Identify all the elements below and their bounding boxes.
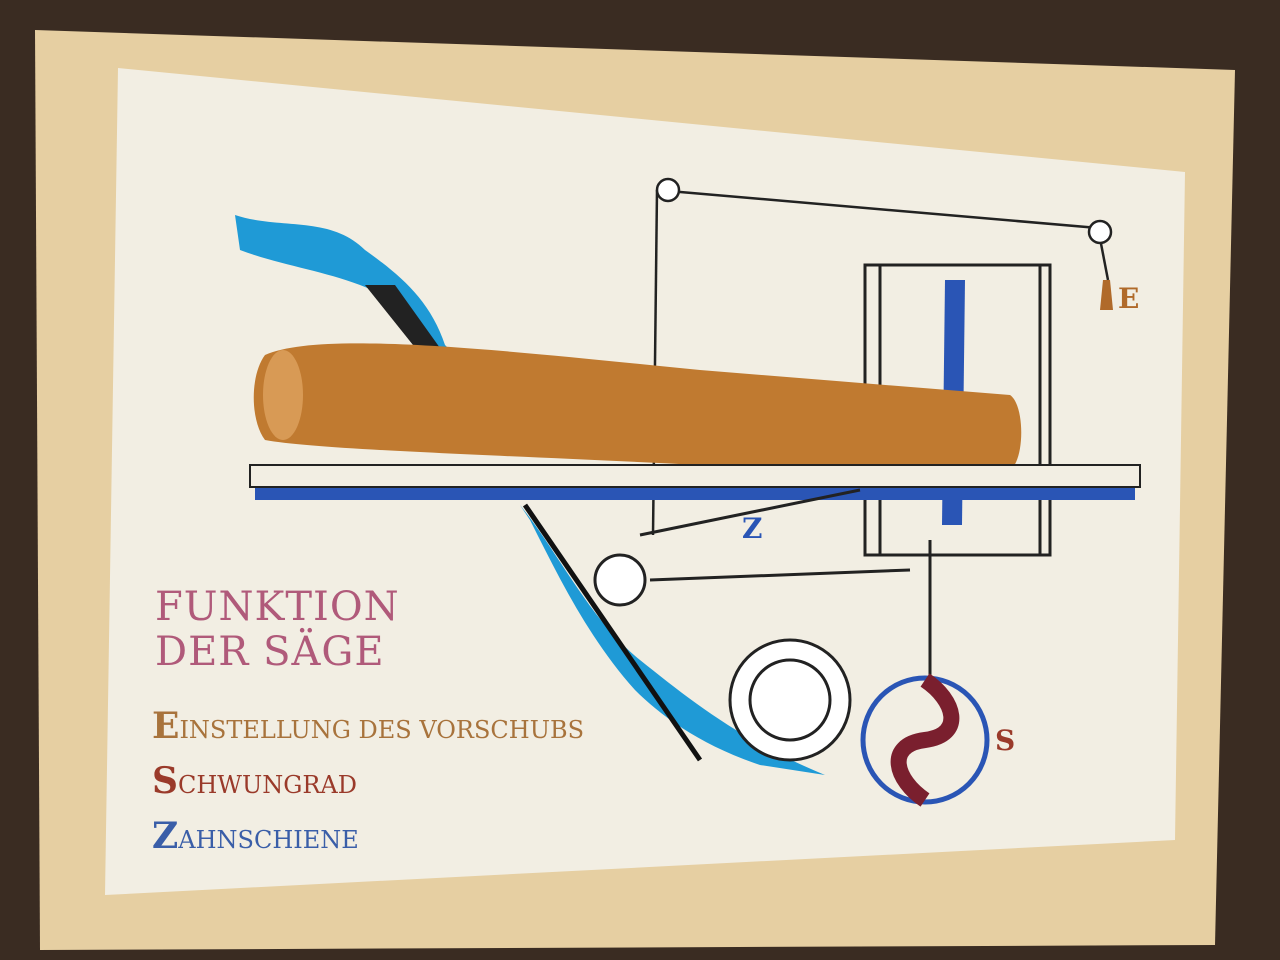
- water-wheel-illustration: [728, 638, 852, 762]
- marker-e: E: [1118, 282, 1140, 315]
- water-stream-illustration: [235, 215, 825, 775]
- legend-initial-s: S: [152, 760, 178, 802]
- water-chute: [365, 285, 445, 360]
- legend-text-z: AHNSCHIENE: [178, 826, 359, 854]
- adjustment-weight: [1100, 280, 1113, 310]
- carriage-rail: [249, 464, 1141, 500]
- log-illustration: [253, 343, 1022, 470]
- legend-initial-z: Z: [152, 815, 179, 857]
- marker-s: S: [995, 724, 1016, 757]
- rope-frame: [651, 177, 1113, 536]
- legend-item-s: SCHWUNGRAD: [152, 760, 357, 802]
- legend-item-z: ZAHNSCHIENE: [152, 815, 359, 857]
- legend-initial-e: E: [152, 705, 180, 747]
- legend-text-s: CHWUNGRAD: [178, 771, 358, 799]
- legend-item-e: EINSTELLUNG DES VORSCHUBS: [152, 705, 584, 747]
- feed-wheel: [593, 553, 647, 607]
- marker-z: Z: [742, 512, 763, 545]
- diagram-title-line1: FUNKTION: [155, 584, 400, 630]
- legend-text-e: INSTELLUNG DES VORSCHUBS: [179, 716, 585, 744]
- flywheel-illustration: [860, 673, 990, 807]
- diagram-title-line2: DER SÄGE: [155, 629, 385, 675]
